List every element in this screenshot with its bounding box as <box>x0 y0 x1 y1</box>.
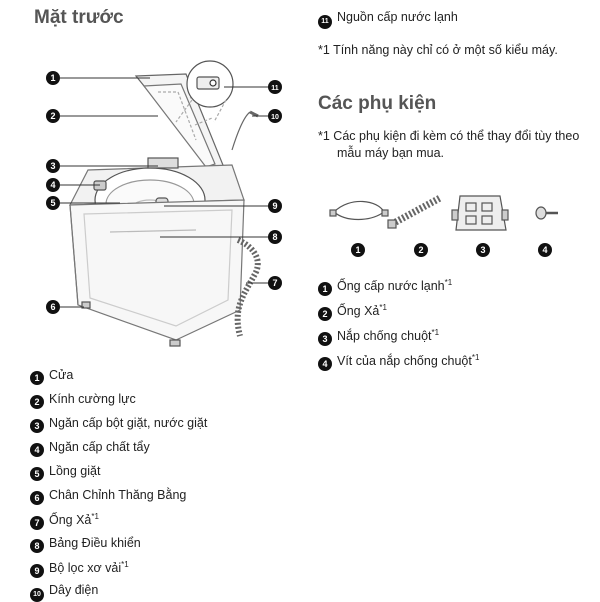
legend-item-6: 6 Chân Chỉnh Thăng Bằng <box>30 488 186 505</box>
legend-item-4: 4 Ngăn cấp chất tẩy <box>30 440 150 457</box>
callout-2-number: 2 <box>50 111 55 121</box>
accessory-item-3-badge: 3 <box>318 332 332 347</box>
legend-item-10-badge: 10 <box>30 588 44 602</box>
accessory-item-1-badge: 1 <box>318 282 332 297</box>
callout-8: 8 <box>268 230 282 244</box>
callout-5: 5 <box>46 196 60 210</box>
callout-11-number: 11 <box>271 85 279 92</box>
accessory-item-1: 1 Ống cấp nước lạnh*1 <box>318 278 453 297</box>
item-11-row: 11 Nguồn cấp nước lạnh <box>318 10 458 29</box>
accessory-item-3-sup: *1 <box>431 328 440 337</box>
legend-item-4-label: Ngăn cấp chất tẩy <box>49 440 150 454</box>
screw-image <box>535 206 558 220</box>
callout-2: 2 <box>46 109 60 123</box>
accessories-note-line2: mẫu máy bạn mua. <box>337 146 444 160</box>
accessory-item-4-sup: *1 <box>471 353 480 362</box>
legend-item-1-badge: 1 <box>30 371 44 385</box>
legend-item-2-badge: 2 <box>30 395 44 409</box>
callout-1: 1 <box>46 71 60 85</box>
callout-3: 3 <box>46 159 60 173</box>
item-11-label: Nguồn cấp nước lạnh <box>337 10 458 24</box>
item-11-badge: 11 <box>318 15 332 29</box>
accessory-item-4: 4 Vít của nắp chống chuột*1 <box>318 353 480 372</box>
callout-6-number: 6 <box>50 302 55 312</box>
accessory-icon-2-number: 2 <box>418 245 423 255</box>
accessory-icon-1-number: 1 <box>355 245 360 255</box>
legend-item-9-label: Bộ lọc xơ vải <box>49 561 122 576</box>
accessory-item-3: 3 Nắp chống chuột*1 <box>318 328 440 347</box>
callout-4-number: 4 <box>50 180 55 190</box>
callout-3-number: 3 <box>50 161 55 171</box>
legend-item-3-label: Ngăn cấp bột giặt, nước giặt <box>49 416 208 430</box>
legend-item-7: 7 Ống Xả*1 <box>30 512 99 531</box>
callout-11: 11 <box>268 80 282 94</box>
accessory-icon-3: 3 <box>476 243 490 257</box>
accessory-item-2-badge: 2 <box>318 307 332 322</box>
legend-item-10: 10 Dây điện <box>30 583 98 602</box>
callout-8-number: 8 <box>272 232 277 242</box>
legend-item-6-label: Chân Chỉnh Thăng Bằng <box>49 488 187 502</box>
legend-item-9: 9 Bộ lọc xơ vải*1 <box>30 560 129 579</box>
accessory-icon-1: 1 <box>351 243 365 257</box>
accessory-item-1-label: Ống cấp nước lạnh <box>337 279 445 294</box>
callout-5-number: 5 <box>50 198 55 208</box>
legend-item-8-badge: 8 <box>30 539 44 553</box>
callout-7-number: 7 <box>272 278 277 288</box>
accessories-title: Các phụ kiện <box>318 93 437 114</box>
callout-6: 6 <box>46 300 60 314</box>
legend-item-8-label: Bảng Điều khiển <box>49 536 141 550</box>
legend-item-10-label: Dây điện <box>49 583 99 597</box>
callout-10: 10 <box>268 109 282 123</box>
drain-hose-image <box>387 194 442 229</box>
front-title: Mặt trước <box>34 7 124 28</box>
accessory-item-1-sup: *1 <box>444 278 453 287</box>
legend-item-3: 3 Ngăn cấp bột giặt, nước giặt <box>30 416 207 433</box>
legend-item-3-badge: 3 <box>30 419 44 433</box>
legend-item-5-label: Lồng giặt <box>49 464 101 478</box>
accessory-item-3-label: Nắp chống chuột <box>337 329 432 344</box>
accessory-icon-2: 2 <box>414 243 428 257</box>
accessory-item-4-label: Vít của nắp chống chuột <box>337 354 472 369</box>
feature-note: *1 Tính năng này chỉ có ở một số kiểu má… <box>318 43 558 57</box>
legend-item-7-badge: 7 <box>30 516 44 531</box>
legend-item-5-badge: 5 <box>30 467 44 481</box>
accessory-icon-3-number: 3 <box>480 245 485 255</box>
legend-item-8: 8 Bảng Điều khiển <box>30 536 141 553</box>
legend-item-1: 1 Cửa <box>30 368 73 385</box>
legend-item-6-badge: 6 <box>30 491 44 505</box>
legend-item-9-badge: 9 <box>30 564 44 579</box>
callout-1-number: 1 <box>50 73 55 83</box>
accessory-icon-4: 4 <box>538 243 552 257</box>
accessories-note: *1 Các phụ kiện đi kèm có thể thay đổi t… <box>318 128 579 162</box>
callout-9-number: 9 <box>272 201 277 211</box>
accessories-note-line1: *1 Các phụ kiện đi kèm có thể thay đổi t… <box>318 129 580 143</box>
legend-item-4-badge: 4 <box>30 443 44 457</box>
legend-item-7-label: Ống Xả <box>49 513 92 528</box>
legend-item-9-sup: *1 <box>121 560 129 569</box>
rodent-cover-image <box>451 195 509 231</box>
callout-9: 9 <box>268 199 282 213</box>
callout-7: 7 <box>268 276 282 290</box>
legend-item-2-label: Kính cường lực <box>49 392 136 406</box>
legend-item-1-label: Cửa <box>49 368 74 382</box>
water-supply-hose-image <box>329 200 389 221</box>
legend-item-5: 5 Lồng giặt <box>30 464 100 481</box>
accessory-item-2-sup: *1 <box>379 303 387 312</box>
callout-4: 4 <box>46 178 60 192</box>
legend-item-7-sup: *1 <box>91 512 99 521</box>
legend-item-2: 2 Kính cường lực <box>30 392 136 409</box>
accessory-item-2-label: Ống Xả <box>337 304 380 319</box>
accessory-item-2: 2 Ống Xả*1 <box>318 303 387 322</box>
accessory-item-4-badge: 4 <box>318 357 332 372</box>
callout-10-number: 10 <box>271 114 279 121</box>
accessory-icon-4-number: 4 <box>542 245 547 255</box>
